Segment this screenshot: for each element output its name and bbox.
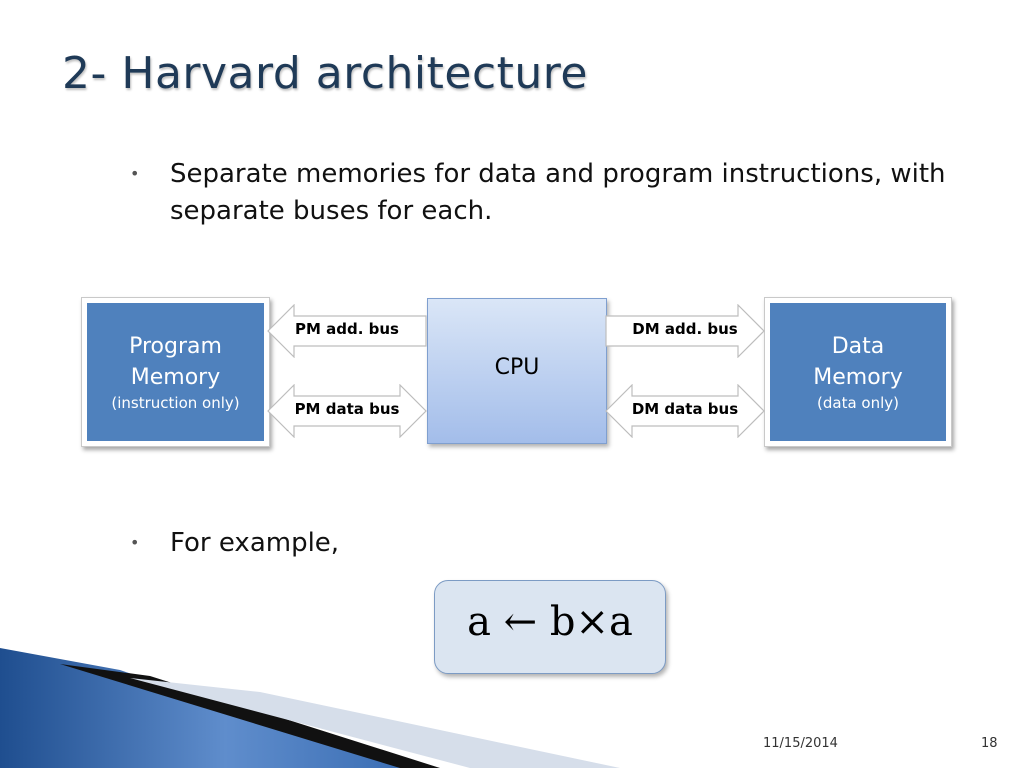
slide-number: 18 [981, 736, 998, 751]
dm-add-bus: DM add. bus [605, 303, 765, 359]
right-arrow-icon [605, 303, 765, 359]
cpu-box: CPU [427, 298, 607, 444]
data-memory-title: Data Memory [813, 334, 903, 390]
program-memory-fill: Program Memory (instruction only) [87, 303, 264, 441]
formula-text: a ← b×a [467, 599, 633, 645]
program-memory-subtitle: (instruction only) [111, 394, 240, 412]
data-memory-box: Data Memory (data only) [764, 297, 952, 447]
pm-data-bus-label: PM data bus [294, 400, 400, 418]
slide-title: 2- Harvard architecture [62, 48, 588, 99]
bullet-marker: • [130, 164, 140, 183]
pm-add-bus: PM add. bus [267, 303, 427, 359]
program-memory-title: Program Memory [129, 334, 222, 390]
dm-data-bus: DM data bus [605, 383, 765, 439]
bullet-text: Separate memories for data and program i… [170, 159, 946, 226]
cpu-label: CPU [494, 355, 540, 380]
bullet-separate-memories: • Separate memories for data and program… [130, 156, 990, 230]
double-arrow-icon [267, 383, 427, 439]
bullet-text: For example, [170, 528, 340, 558]
pm-data-bus: PM data bus [267, 383, 427, 439]
double-arrow-icon [605, 383, 765, 439]
data-memory-subtitle: (data only) [817, 394, 899, 412]
data-memory-fill: Data Memory (data only) [770, 303, 946, 441]
program-memory-box: Program Memory (instruction only) [81, 297, 270, 447]
bullet-marker: • [130, 533, 140, 552]
pm-add-bus-label: PM add. bus [294, 320, 399, 338]
dm-add-bus-label: DM add. bus [632, 320, 738, 338]
dm-data-bus-label: DM data bus [631, 400, 739, 418]
left-arrow-icon [267, 303, 427, 359]
bullet-for-example: • For example, [130, 525, 340, 562]
formula-box: a ← b×a [434, 580, 666, 674]
footer-date: 11/15/2014 [763, 736, 838, 751]
decorative-swoosh [0, 648, 620, 768]
